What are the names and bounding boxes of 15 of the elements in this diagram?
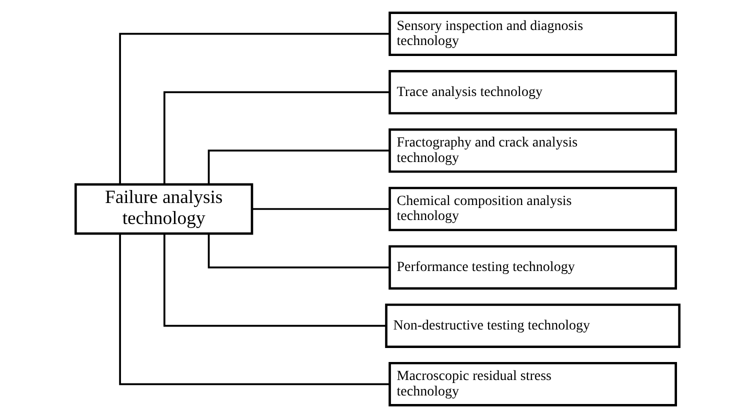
node-box: Failure analysis technology [74,183,253,235]
connector [162,234,386,327]
node-box: Chemical composition analysis technology [388,186,676,232]
connector [252,208,390,210]
node-box: Non-destructive testing technology [384,304,680,348]
connector [118,234,390,386]
node-box: Trace analysis technology [388,70,676,114]
node-box: Macroscopic residual stress technology [388,362,676,406]
node-box: Performance testing technology [388,245,676,290]
node-box: Sensory inspection and diagnosis technology [388,12,676,56]
node-box: Fractography and crack analysis technology [388,128,676,173]
connector [207,150,390,184]
connector [118,32,390,184]
connector [162,91,389,184]
connector [207,234,390,268]
